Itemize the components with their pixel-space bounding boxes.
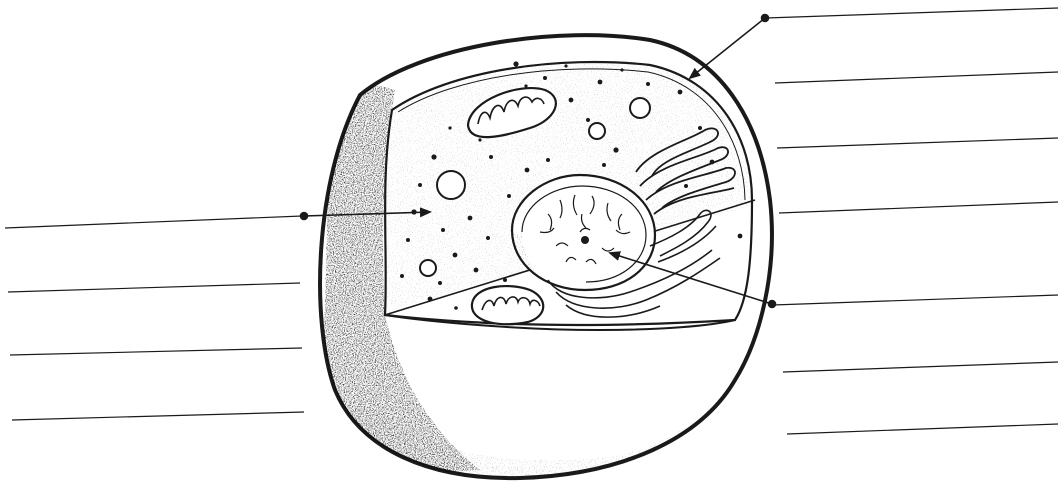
label-line-right-1[interactable]: [766, 8, 1058, 18]
label-line-right-6[interactable]: [783, 362, 1058, 372]
label-line-left-2[interactable]: [8, 283, 300, 292]
label-line-right-7[interactable]: [787, 424, 1058, 434]
label-line-left-1[interactable]: [5, 216, 302, 228]
label-line-left-3[interactable]: [10, 348, 302, 355]
left-label-lines: [5, 216, 304, 420]
arrow-to-membrane: [690, 18, 765, 78]
right-label-lines: [766, 8, 1058, 434]
label-line-left-4[interactable]: [12, 412, 304, 420]
nucleolus: [581, 236, 589, 244]
label-line-right-3[interactable]: [777, 138, 1058, 148]
label-line-right-4[interactable]: [779, 202, 1058, 213]
animal-cell: [320, 35, 772, 480]
mitochondrion-lower: [472, 286, 543, 324]
label-line-right-2[interactable]: [775, 72, 1058, 83]
nucleus: [512, 175, 655, 290]
label-line-right-5[interactable]: [773, 295, 1058, 305]
